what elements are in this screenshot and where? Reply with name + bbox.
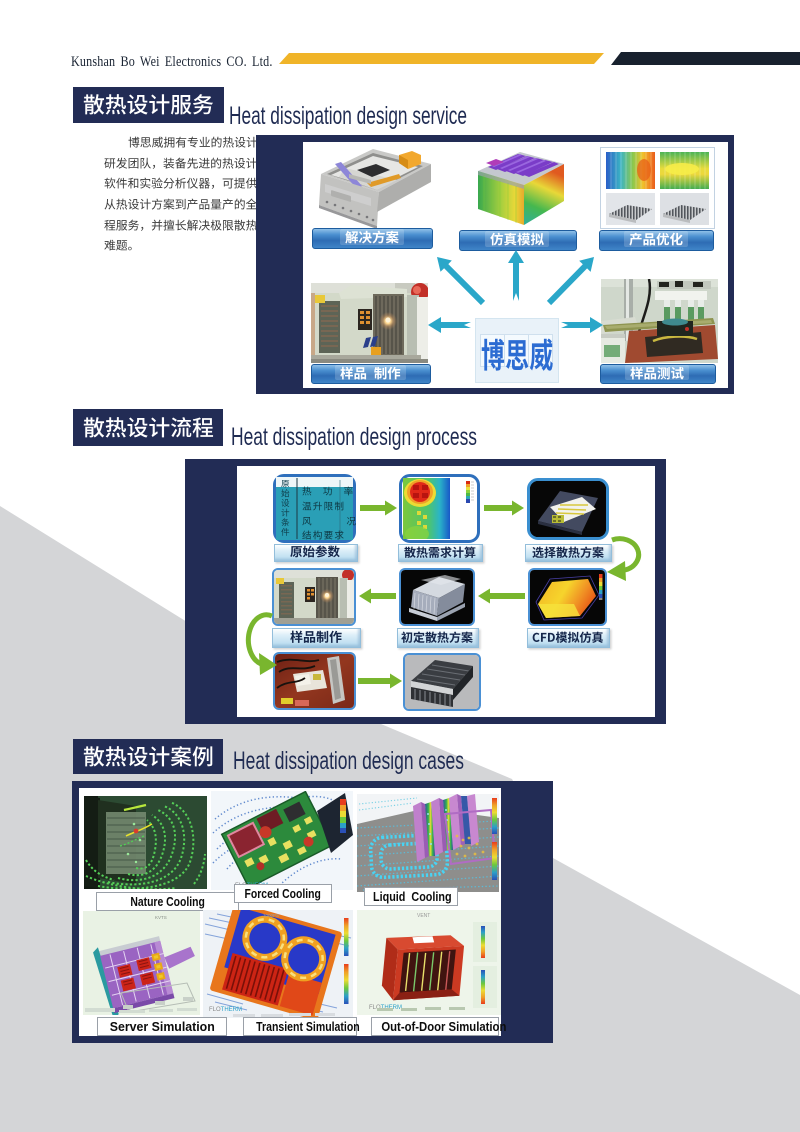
svg-text:FLOTHERM: FLOTHERM xyxy=(209,1007,242,1013)
svg-text:KVTS: KVTS xyxy=(155,915,167,920)
svg-text:VENT: VENT xyxy=(417,913,430,919)
svg-text:1000PS: 1000PS xyxy=(263,913,279,918)
